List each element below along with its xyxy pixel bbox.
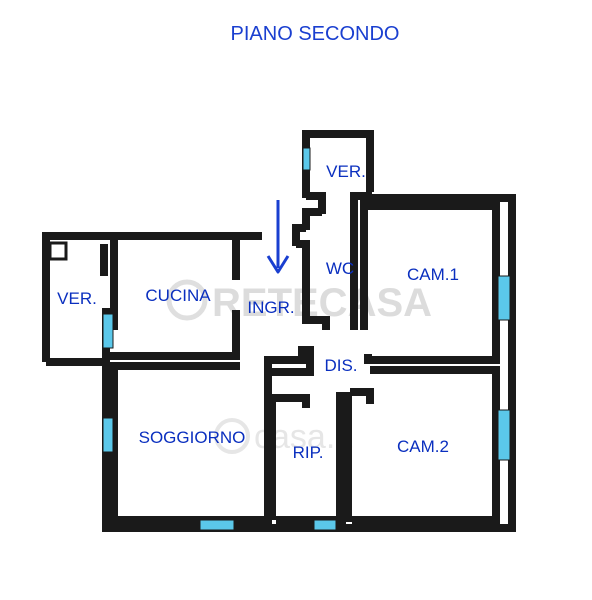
- window-soggiorno-bottom: [199, 519, 235, 531]
- window-cam2-right: [497, 409, 511, 461]
- label-soggiorno: SOGGIORNO: [139, 428, 246, 447]
- cam1-room: [360, 202, 500, 364]
- label-cam1: CAM.1: [407, 265, 459, 284]
- watermark-logo-icon: [166, 279, 208, 321]
- disimpegno-room: [264, 346, 314, 376]
- window-cam1-right: [497, 275, 511, 321]
- window-veranda-left: [102, 313, 114, 349]
- label-cucina: CUCINA: [145, 286, 211, 305]
- window-veranda-top: [302, 147, 311, 171]
- window-ripostiglio-bottom: [313, 519, 337, 531]
- label-ripostiglio: RIP.: [293, 443, 324, 462]
- watermark-casait-icon: [214, 418, 250, 454]
- label-veranda-left: VER.: [57, 289, 97, 308]
- plan-title: PIANO SECONDO: [231, 23, 400, 45]
- windows: [102, 147, 511, 531]
- label-ingresso: INGR.: [247, 298, 294, 317]
- corner-column: [48, 241, 68, 261]
- veranda-left-room: [42, 232, 262, 366]
- cam2-room: [344, 366, 500, 524]
- label-disimpegno: DIS.: [324, 356, 357, 375]
- window-soggiorno-left: [102, 417, 114, 453]
- arrow-down-icon: [266, 200, 290, 274]
- label-cam2: CAM.2: [397, 437, 449, 456]
- cucina-room: [110, 240, 240, 360]
- label-veranda-top: VER.: [326, 162, 366, 181]
- wc-and-veranda-top: [292, 130, 374, 330]
- label-wc: WC: [326, 259, 354, 278]
